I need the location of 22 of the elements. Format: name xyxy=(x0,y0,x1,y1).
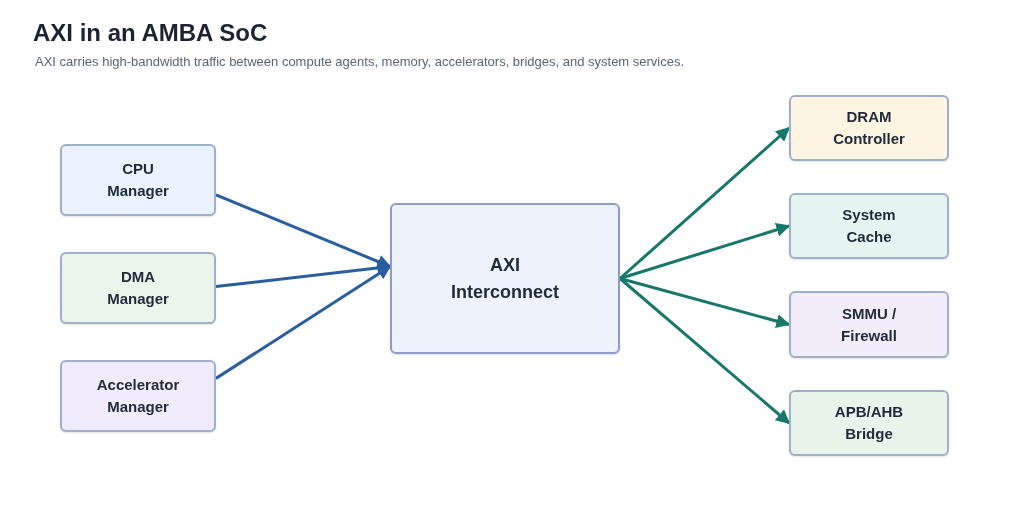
diagram-title: AXI in an AMBA SoC xyxy=(33,19,268,47)
box-label: Accelerator Manager xyxy=(95,375,181,417)
process-box xyxy=(60,360,216,432)
process-box xyxy=(789,95,949,161)
arrow xyxy=(619,126,791,280)
box-label: CPU Manager xyxy=(106,159,170,201)
box-label: DMA Manager xyxy=(106,267,170,309)
process-box xyxy=(789,193,949,259)
box-label: AXI Interconnect xyxy=(450,254,560,304)
process-box xyxy=(789,390,949,456)
arrow xyxy=(215,265,392,380)
diagram-caption: AXI carries high-bandwidth traffic between compute agents, memory, accelerators, bridges, and system services. xyxy=(35,54,685,69)
process-box xyxy=(390,203,620,354)
process-box xyxy=(60,252,216,324)
box-label: SMMU / Firewall xyxy=(840,303,898,346)
box-label: APB/AHB Bridge xyxy=(833,402,905,444)
box-label: DRAM Controller xyxy=(832,107,906,149)
arrow xyxy=(619,277,791,425)
process-box xyxy=(60,144,216,216)
box-label: System Cache xyxy=(841,205,897,247)
arrow xyxy=(215,193,392,269)
process-box xyxy=(789,291,949,358)
